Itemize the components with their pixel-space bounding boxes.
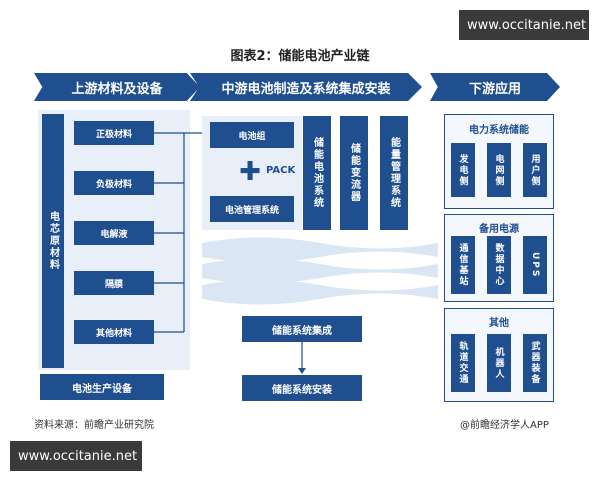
battery-production-equipment: 电池生产设备	[40, 374, 164, 400]
group-title: 备用电源	[479, 224, 519, 235]
midstream-header: 中游电池制造及系统集成安装	[190, 73, 422, 101]
item-grid-side: 电网侧	[487, 143, 511, 197]
item-data-center: 数据中心	[487, 236, 511, 294]
pack-label: PACK	[266, 165, 296, 176]
cell-group-box: 电池组	[210, 122, 294, 148]
figure-title: 图表2：储能电池产业链	[230, 49, 370, 64]
material-cathode: 正极材料	[74, 121, 154, 145]
upstream-header: 上游材料及设备	[34, 73, 200, 101]
watermark-bottom: www.occitanie.net	[10, 441, 142, 471]
item-robot: 机器人	[487, 334, 511, 392]
bms-box: 电池管理系统	[210, 196, 294, 222]
item-telecom-base: 通信基站	[451, 236, 475, 294]
item-ups: UPS	[523, 236, 547, 294]
energy-management-column: 能量管理系统	[380, 116, 408, 230]
item-rail-transit: 轨道交通	[451, 334, 475, 392]
watermark-top: www.occitanie.net	[459, 10, 589, 40]
item-weapons: 武器装备	[523, 334, 547, 392]
group-title: 其他	[489, 318, 509, 329]
downstream-header: 下游应用	[430, 73, 560, 101]
item-user-side: 用户侧	[523, 143, 547, 197]
credit-note: @前瞻经济学人APP	[460, 420, 549, 431]
system-installation-box: 储能系统安装	[242, 375, 362, 401]
material-other: 其他材料	[74, 320, 154, 344]
material-anode: 负极材料	[74, 171, 154, 195]
converter-column: 储能变流器	[340, 116, 368, 230]
storage-battery-system-column: 储能电池系统	[303, 116, 331, 230]
group-title: 电力系统储能	[469, 125, 529, 136]
item-generation-side: 发电侧	[451, 143, 475, 197]
source-note: 资料来源：前瞻产业研究院	[34, 420, 154, 431]
cell-raw-materials-box: 电芯原材料	[42, 114, 64, 368]
system-integration-box: 储能系统集成	[242, 316, 362, 342]
watermark-text: www.occitanie.net	[18, 448, 138, 464]
plus-icon: ✚	[239, 157, 261, 187]
material-separator: 隔膜	[74, 271, 154, 295]
material-electrolyte: 电解液	[74, 221, 154, 245]
watermark-text: www.occitanie.net	[467, 17, 587, 33]
